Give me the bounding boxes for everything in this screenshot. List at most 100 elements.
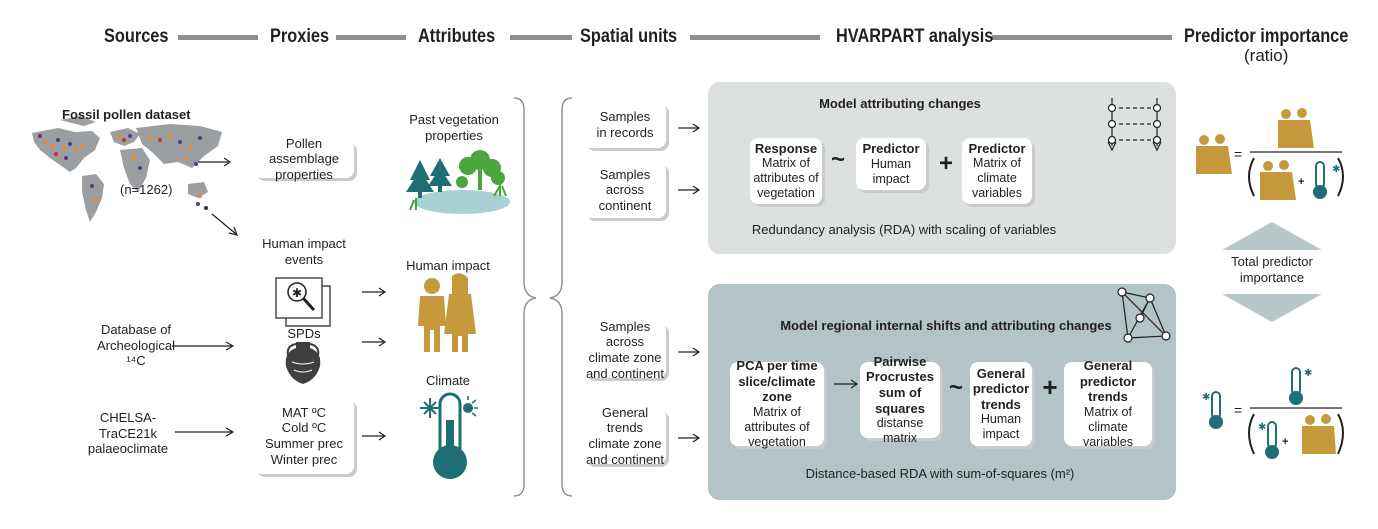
source-chelsa: CHELSA- TraCE21k palaeoclimate — [84, 410, 172, 457]
header-bar — [690, 35, 820, 40]
svg-text:✱: ✱ — [1258, 422, 1266, 433]
line: properties — [275, 166, 333, 182]
line: in records — [596, 125, 654, 140]
eq2-fraction — [1248, 407, 1344, 455]
attr-climate: Climate — [425, 373, 471, 388]
box-title: General — [1083, 358, 1133, 374]
arrow-head — [692, 185, 701, 195]
line: TraCE21k — [98, 425, 158, 441]
pca-to-pairwise-arrow — [834, 379, 859, 389]
line: climate zone — [588, 350, 662, 365]
line: Samples — [599, 166, 651, 182]
line: matrix — [882, 431, 918, 446]
triangle-up-icon — [1222, 222, 1322, 250]
svg-text:✱: ✱ — [1332, 164, 1340, 175]
eq1-denominator-human-icon — [1260, 160, 1296, 200]
arrow-head — [378, 287, 387, 297]
eq2-denominator-thermometer-icon: ✱ — [1258, 421, 1279, 459]
box-title: Predictor — [862, 141, 920, 157]
line: and continent — [585, 451, 665, 467]
box-title: predictor — [1079, 373, 1137, 389]
arrow-head — [692, 123, 701, 133]
line: across — [605, 182, 645, 198]
eq1-fraction — [1248, 151, 1344, 197]
eq1-numerator-human-icon — [1278, 108, 1314, 148]
line: importance — [1239, 269, 1305, 285]
rda-footer: Redundancy analysis (RDA) with scaling o… — [751, 222, 1057, 237]
header-bar — [336, 35, 406, 40]
line: distanse — [876, 416, 924, 431]
arrow-head — [692, 347, 701, 357]
line: Matrix of — [753, 404, 801, 419]
line: MAT ºC — [282, 404, 326, 420]
map-sample-dots — [38, 134, 208, 210]
pollen-n-label: (n=1262) — [120, 182, 173, 197]
header-spatial-units: Spatial units — [580, 26, 678, 47]
arrow-head — [225, 427, 235, 437]
box-title: Pairwise — [873, 353, 927, 369]
box-title: sum of squares — [875, 385, 925, 416]
proxy-climate-box: MAT ºC Cold ºC Summer prec Winter prec — [254, 398, 354, 474]
line: events — [284, 251, 324, 267]
human-impact-people-icon — [418, 273, 476, 352]
dbrda-tilde: ~ — [948, 374, 963, 401]
magnifier-card-icon: ✱ — [275, 277, 331, 327]
line: Human — [980, 412, 1022, 427]
importance-eq1-plus: + — [1298, 176, 1305, 188]
thermometer-icon — [420, 392, 478, 479]
arrow — [211, 213, 237, 235]
spatial-unit-continent: Samples across continent — [584, 162, 666, 218]
box-title: predictor — [972, 381, 1030, 397]
line: climate variables — [1082, 419, 1134, 449]
line: Matrix of — [1084, 404, 1132, 419]
network-icon — [1117, 287, 1171, 343]
dbrda-plus: + — [1042, 372, 1058, 402]
box-title: slice/climate zone — [738, 373, 816, 405]
eq2-denominator-human-icon — [1302, 414, 1336, 454]
dbrda-general-climate-box: General predictor trends Matrix of clima… — [1064, 358, 1152, 449]
dbrda-footer: Distance-based RDA with sum-of-squares (… — [805, 466, 1075, 481]
left-brace — [549, 97, 573, 497]
header-predictor-importance: Predictor importance — [1184, 26, 1349, 47]
line: Pollen assemblage — [268, 135, 340, 167]
arrow-head — [225, 341, 235, 351]
header-bar — [510, 35, 572, 40]
brace-pair — [513, 97, 573, 497]
right-brace — [513, 97, 537, 497]
line: vegetation — [757, 186, 815, 201]
rda-tilde: ~ — [830, 146, 845, 173]
line: Samples — [599, 109, 651, 125]
svg-text:✱: ✱ — [292, 286, 302, 300]
triangle-down-icon — [1222, 294, 1322, 322]
dbrda-general-human-box: General predictor trends Human impact — [970, 362, 1032, 446]
dbrda-model-title: Model regional internal shifts and attri… — [780, 318, 1112, 333]
box-title: Procrustes — [866, 369, 934, 385]
rda-panel — [708, 82, 1176, 254]
header-bar — [178, 35, 258, 40]
line: General trends — [601, 404, 649, 436]
header-bar — [992, 35, 1172, 40]
line: ¹⁴C — [126, 353, 146, 369]
proxy-pollen-box: Pollen assemblage properties — [254, 136, 354, 182]
line: Past vegetation — [409, 112, 499, 127]
dbrda-procrustes-box: Pairwise Procrustes sum of squares dista… — [860, 354, 940, 445]
dbrda-pca-box: PCA per time slice/climate zone Matrix o… — [730, 358, 824, 449]
db-rda-panel — [708, 284, 1176, 500]
vegetation-icon — [406, 150, 510, 214]
header-attributes: Attributes — [418, 26, 496, 47]
line: climate — [977, 171, 1017, 186]
source-arrows — [172, 123, 701, 443]
arrow-head — [228, 226, 238, 236]
line: Human — [870, 156, 912, 171]
spatial-unit-general-trends: General trends climate zone and continen… — [584, 404, 666, 467]
header-connectors — [178, 35, 1172, 40]
importance-eq1-equals: = — [1234, 146, 1243, 162]
line: Human impact — [262, 236, 346, 251]
header-proxies: Proxies — [270, 26, 330, 47]
arrow-head — [692, 433, 701, 443]
line: attributes of — [753, 171, 819, 186]
line: properties — [425, 127, 483, 143]
eq2-thermometer-icon: ✱ — [1202, 391, 1223, 429]
attr-human: Human impact — [406, 258, 490, 273]
